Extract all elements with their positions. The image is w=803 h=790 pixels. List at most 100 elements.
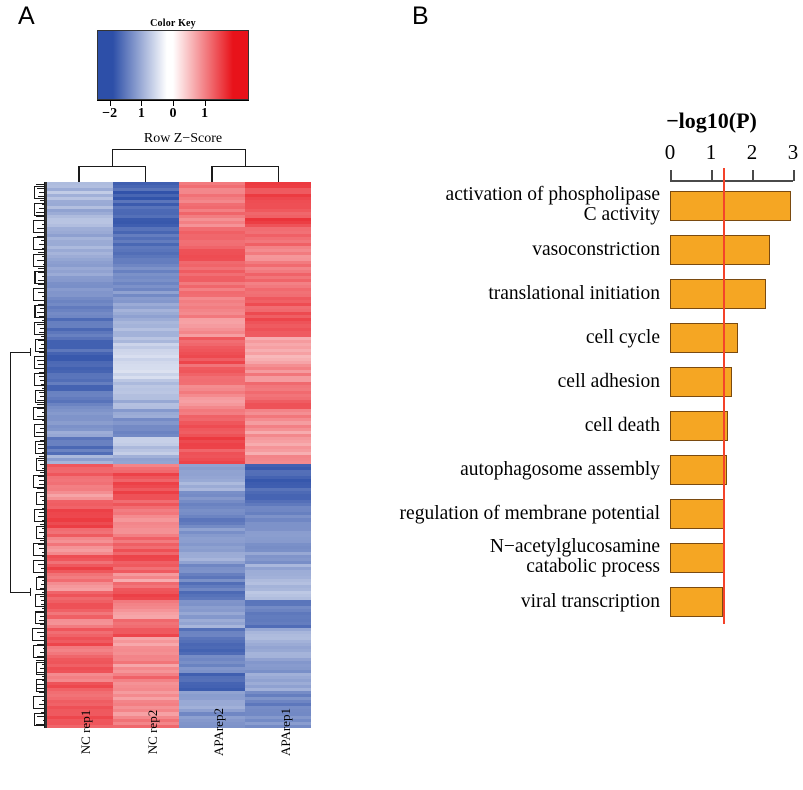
heatmap-cell: [47, 376, 113, 380]
heatmap-cell: [113, 670, 179, 674]
heatmap-cell: [47, 515, 113, 519]
go-term-bar[interactable]: [670, 587, 724, 617]
heatmap-cell: [47, 433, 113, 437]
heatmap-cell: [113, 433, 179, 437]
heatmap-cell: [47, 612, 113, 616]
heatmap-cell: [179, 188, 245, 192]
heatmap-cell: [245, 254, 311, 258]
heatmap-cell: [113, 200, 179, 204]
dendrogram-segment: [33, 198, 44, 200]
go-term-bar[interactable]: [670, 191, 791, 221]
dendrogram-segment: [32, 419, 44, 421]
heatmap-cell: [245, 612, 311, 616]
heatmap-cell: [179, 515, 245, 519]
heatmap-cell: [245, 512, 311, 516]
go-term-bar[interactable]: [670, 499, 725, 529]
heatmap-cell: [245, 570, 311, 574]
heatmap-cell: [245, 197, 311, 201]
dendrogram-segment: [40, 584, 45, 585]
dendrogram-segment: [39, 620, 45, 621]
go-term-bar[interactable]: [670, 279, 766, 309]
dendrogram-segment: [37, 196, 45, 197]
heatmap-cell: [179, 242, 245, 246]
heatmap-column-label-wrap-3: APArep1: [245, 708, 312, 788]
go-term-bar[interactable]: [670, 367, 732, 397]
heatmap-cell: [245, 694, 311, 698]
heatmap-cell: [179, 360, 245, 364]
heatmap-cell: [179, 382, 245, 386]
dendrogram-segment: [35, 577, 37, 589]
heatmap-cell: [47, 476, 113, 480]
heatmap-row: [47, 585, 311, 589]
go-term-bar[interactable]: [670, 543, 725, 573]
dendrogram-segment: [34, 594, 44, 596]
heatmap-row: [47, 397, 311, 401]
heatmap-cell: [47, 194, 113, 198]
dendrogram-segment: [34, 521, 44, 523]
heatmap-cell: [47, 500, 113, 504]
heatmap-row: [47, 291, 311, 295]
heatmap-cell: [245, 336, 311, 340]
heatmap-row: [47, 545, 311, 549]
dendrogram-segment: [36, 660, 45, 661]
heatmap-cell: [47, 372, 113, 376]
go-term-bar[interactable]: [670, 235, 770, 265]
heatmap-cell: [245, 315, 311, 319]
heatmap-cell: [179, 272, 245, 276]
heatmap-cell: [179, 275, 245, 279]
heatmap-cell: [113, 209, 179, 213]
heatmap-cell: [47, 621, 113, 625]
heatmap-cell: [179, 600, 245, 604]
heatmap-cell: [245, 679, 311, 683]
heatmap-row: [47, 339, 311, 343]
heatmap-cell: [245, 303, 311, 307]
heatmap-cell: [245, 291, 311, 295]
go-term-bar[interactable]: [670, 323, 738, 353]
dendrogram-segment: [37, 488, 45, 489]
heatmap-cell: [113, 251, 179, 255]
dendrogram-segment: [38, 392, 45, 393]
heatmap-cell: [179, 203, 245, 207]
heatmap-cell: [113, 509, 179, 513]
dendrogram-segment: [33, 424, 35, 436]
heatmap-cell: [47, 294, 113, 298]
heatmap-cell: [245, 448, 311, 452]
heatmap-cell: [245, 533, 311, 537]
heatmap-row: [47, 663, 311, 667]
heatmap-cell: [245, 500, 311, 504]
heatmap-row: [47, 224, 311, 228]
heatmap-cell: [47, 409, 113, 413]
heatmap-cell: [113, 272, 179, 276]
heatmap-row: [47, 451, 311, 455]
heatmap-cell: [179, 339, 245, 343]
go-term-bar[interactable]: [670, 455, 727, 485]
heatmap-cell: [245, 573, 311, 577]
heatmap-cell: [179, 506, 245, 510]
heatmap-cell: [113, 609, 179, 613]
heatmap-cell: [113, 185, 179, 189]
heatmap-cell: [47, 394, 113, 398]
heatmap-cell: [179, 336, 245, 340]
go-term-bar[interactable]: [670, 411, 729, 441]
heatmap-cell: [245, 527, 311, 531]
heatmap-cell: [113, 230, 179, 234]
dendrogram-segment: [33, 356, 35, 368]
dendrogram-segment: [42, 256, 45, 257]
heatmap-row: [47, 394, 311, 398]
heatmap-cell: [245, 412, 311, 416]
heatmap-cell: [47, 700, 113, 704]
heatmap-cell: [179, 454, 245, 458]
heatmap-cell: [179, 551, 245, 555]
heatmap-cell: [245, 203, 311, 207]
heatmap-cell: [245, 185, 311, 189]
go-chart-axis-line: [670, 180, 793, 182]
heatmap-cell: [245, 191, 311, 195]
row-dendrogram: [8, 182, 46, 728]
heatmap-cell: [47, 497, 113, 501]
heatmap-cell: [47, 545, 113, 549]
go-chart-plot-area: [670, 168, 793, 624]
heatmap-cell: [47, 485, 113, 489]
heatmap-cell: [179, 245, 245, 249]
heatmap-cell: [179, 394, 245, 398]
heatmap-cell: [179, 318, 245, 322]
